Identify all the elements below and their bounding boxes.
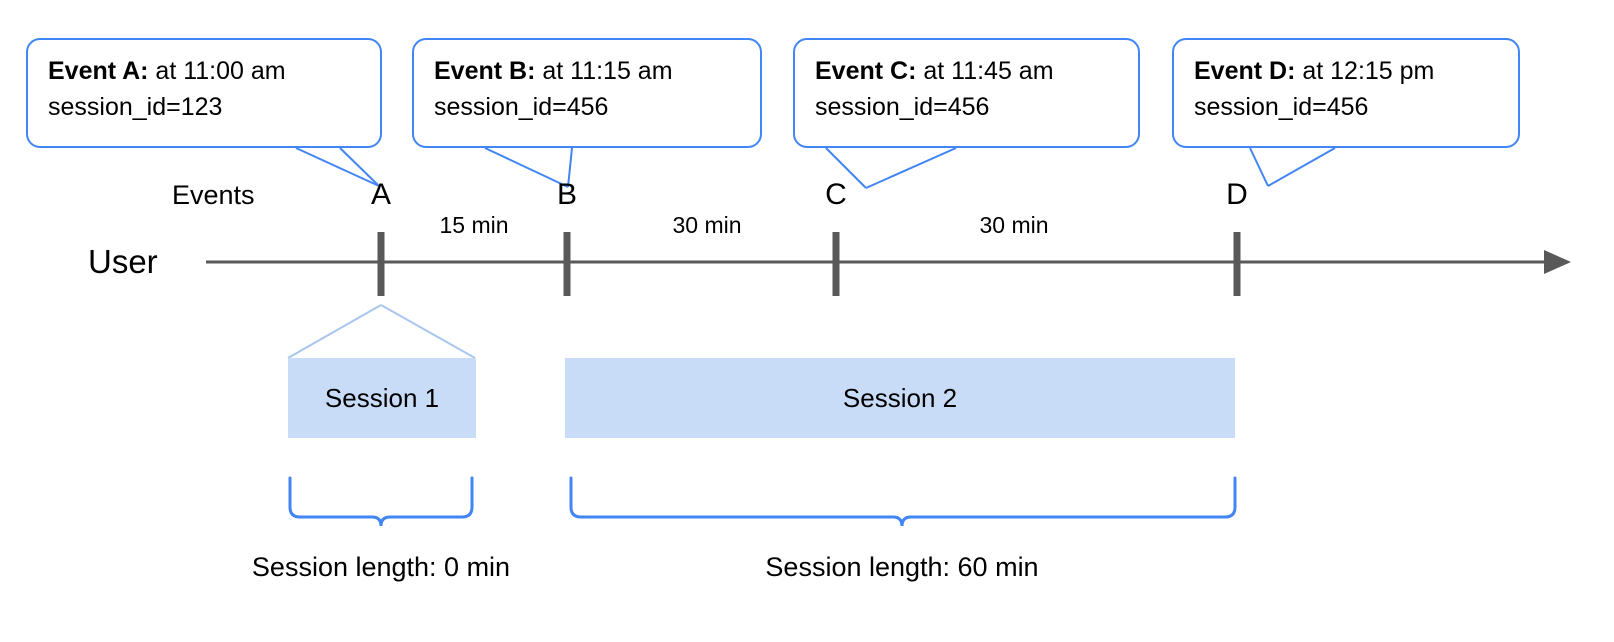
timeline-row-label: User — [88, 243, 158, 280]
session-1-length-label: Session length: 0 min — [251, 552, 511, 582]
session-1-label: Session 1 — [324, 382, 440, 413]
callout-c-time: at 11:45 am — [916, 57, 1054, 85]
callout-a-time: at 11:00 am — [148, 57, 286, 85]
callout-d-title: Event D: — [1194, 57, 1296, 85]
callout-event-c[interactable]: Event C: at 11:45 am session_id=456 — [793, 38, 1140, 148]
callout-b-line1: Event B: at 11:15 am — [434, 54, 742, 90]
event-letter-c: C — [825, 178, 847, 211]
callout-c-line1: Event C: at 11:45 am — [815, 54, 1120, 90]
callout-c-title: Event C: — [815, 57, 917, 85]
callout-c-session: session_id=456 — [815, 92, 990, 121]
gap-label-bc: 30 min — [672, 212, 742, 238]
session-1-brace — [288, 476, 474, 527]
session-box-1[interactable]: Session 1 — [288, 358, 476, 438]
session-box-2[interactable]: Session 2 — [565, 358, 1235, 438]
session-2-length-label: Session length: 60 min — [765, 552, 1039, 582]
callout-event-b[interactable]: Event B: at 11:15 am session_id=456 — [412, 38, 762, 148]
callout-tail-a — [295, 147, 380, 187]
callout-b-time: at 11:15 am — [535, 57, 673, 85]
callout-a-title: Event A: — [48, 57, 149, 85]
callout-d-session: session_id=456 — [1194, 92, 1369, 121]
callout-a-session: session_id=123 — [48, 92, 223, 121]
gap-label-cd: 30 min — [979, 212, 1049, 238]
event-letter-b: B — [556, 178, 578, 211]
callout-event-d[interactable]: Event D: at 12:15 pm session_id=456 — [1172, 38, 1520, 148]
session-2-brace — [569, 476, 1237, 527]
callout-d-time: at 12:15 pm — [1295, 57, 1435, 85]
gap-label-ab: 15 min — [439, 212, 509, 238]
event-letter-d: D — [1226, 178, 1248, 211]
callout-event-a[interactable]: Event A: at 11:00 am session_id=123 — [26, 38, 382, 148]
callout-tail-d — [1249, 147, 1336, 187]
callout-d-line1: Event D: at 12:15 pm — [1194, 54, 1500, 90]
callout-b-session: session_id=456 — [434, 92, 609, 121]
event-letter-a: A — [370, 178, 392, 211]
session-2-label: Session 2 — [842, 382, 958, 413]
callout-tail-b — [484, 147, 573, 188]
callout-b-title: Event B: — [434, 57, 536, 85]
events-row-label: Events — [172, 180, 255, 210]
callout-tail-c — [825, 147, 957, 189]
session-1-funnel — [287, 304, 476, 359]
callout-a-line1: Event A: at 11:00 am — [48, 54, 362, 90]
